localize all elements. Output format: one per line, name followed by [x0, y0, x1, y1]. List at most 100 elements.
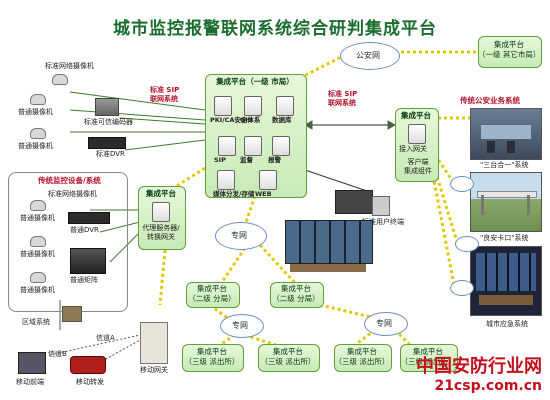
component-label: WEB	[255, 190, 272, 198]
channel-a-label: 信道A	[96, 334, 115, 342]
component-server-icon	[218, 136, 236, 156]
platform-l3-c-label: 集成平台 （三级 派出所）	[334, 347, 390, 366]
private-net-cloud-3	[364, 312, 408, 336]
watermark: 中国安防行业网 21csp.com.cn	[416, 352, 542, 394]
camera-icon	[30, 128, 46, 139]
private-net-label-3: 专网	[376, 319, 392, 328]
encoder-icon	[95, 98, 119, 116]
private-net-cloud-1	[215, 222, 267, 250]
three-in-one-photo	[470, 108, 542, 160]
platform-l3-a-label: 集成平台 （三级 派出所）	[184, 347, 240, 366]
access-gateway-label: 接入网关	[399, 145, 427, 153]
left-device-label-0: 标准网络摄像机	[45, 62, 94, 70]
trad-device-label-3: 普通摄像机	[20, 250, 55, 258]
component-label: SIP	[214, 156, 226, 164]
platform-l2-b-box	[270, 282, 324, 308]
mobile-gateway-building-icon	[140, 322, 168, 364]
component-label: GIS	[240, 116, 253, 124]
component-label: 报警	[268, 156, 281, 164]
trad-device-label-0: 标准网络摄像机	[48, 190, 97, 198]
public-net-label: 公安网	[356, 51, 380, 60]
user-terminal-label: 标准用户终端	[362, 218, 404, 226]
channel-b-label: 信道B	[48, 350, 67, 358]
user-terminal-pc-icon	[372, 196, 390, 216]
right-platform-box	[395, 108, 439, 182]
private-net-cloud-2	[220, 314, 264, 338]
three-in-one-label: "三台合一"系统	[480, 161, 529, 169]
component-server-icon	[259, 170, 277, 190]
component-label: 媒体分发/存储	[213, 190, 255, 198]
trad-device-label-5: 普通摄像机	[20, 286, 55, 294]
camera-icon	[30, 94, 46, 105]
proxy-server-icon	[152, 202, 170, 222]
mobile-vehicle-label: 移动前端	[16, 378, 44, 386]
left-device-label-2: 标准可信编码器	[84, 118, 133, 126]
dvr-icon	[88, 137, 126, 149]
upper-platform-box	[478, 36, 542, 68]
component-label: PKI/CA安全体系	[210, 116, 261, 124]
component-server-icon	[244, 136, 262, 156]
watermark-url: 21csp.com.cn	[434, 378, 542, 394]
watermark-cn: 中国安防行业网	[416, 356, 542, 377]
traditional-public-label: 传统公安业务系统	[460, 96, 520, 105]
central-platform-title: 集成平台（一级 市局）	[216, 77, 294, 86]
platform-l2-b-label: 集成平台 （二级 分局）	[272, 284, 320, 303]
client-component-label: 客户端 集成组件	[404, 158, 432, 175]
cloud-small-icon	[450, 280, 474, 296]
platform-l3-b-box	[258, 344, 320, 372]
safe-card-photo	[470, 172, 542, 232]
city-emergency-label: 城市应急系统	[486, 320, 528, 328]
sip-left-label: 标准 SIP 联网系统	[150, 86, 180, 103]
component-server-icon	[272, 136, 290, 156]
vehicle-icon	[70, 356, 106, 374]
platform-l2-a-label: 集成平台 （二级 分局）	[188, 284, 236, 303]
area-system-label: 区域系统	[22, 318, 50, 326]
component-server-icon	[217, 170, 235, 190]
video-wall-icon	[285, 220, 373, 264]
component-label: 数据库	[272, 116, 292, 124]
component-server-icon	[214, 96, 232, 116]
cloud-small-icon	[450, 176, 474, 192]
platform-l3-c-box	[334, 344, 392, 372]
upper-platform-label: 集成平台 （一级 其它市局）	[478, 40, 541, 59]
console-desk-icon	[290, 264, 366, 272]
page-title: 城市监控报警联网系统综合研判集成平台	[113, 19, 437, 39]
platform-l3-b-label: 集成平台 （三级 派出所）	[260, 347, 316, 366]
left-device-label-1: 普通摄像机	[18, 108, 53, 116]
safe-card-label: "良安卡口"系统	[480, 234, 529, 242]
dvr-icon	[68, 212, 110, 224]
left-device-label-4: 标准DVR	[96, 150, 125, 158]
platform-l3-a-box	[182, 344, 244, 372]
proxy-gateway-label: 代理服务器/ 转换网关	[142, 224, 180, 241]
camera-icon	[30, 200, 46, 211]
trad-device-label-4: 普通矩阵	[70, 276, 98, 284]
trad-device-label-1: 普通摄像机	[20, 214, 55, 222]
platform-l2-a-box	[186, 282, 240, 308]
matrix-icon	[70, 248, 106, 274]
left-platform-title: 集成平台	[146, 189, 176, 198]
sip-right-label: 标准 SIP 联网系统	[328, 90, 358, 107]
platform-l3-d-label: 集成平台 （三级 派出所）	[400, 347, 456, 366]
right-platform-title: 集成平台	[401, 111, 431, 120]
platform-l3-d-box	[400, 344, 458, 372]
component-server-icon	[244, 96, 262, 116]
user-terminal-monitor-icon	[335, 190, 373, 214]
public-net-cloud	[340, 42, 400, 70]
private-net-label-2: 专网	[232, 321, 248, 330]
gateway-server-icon	[408, 124, 426, 144]
mobile-gateway-label: 移动网关	[140, 366, 168, 374]
private-net-label-1: 专网	[231, 231, 247, 240]
mobile-relay-label: 移动转发	[76, 378, 104, 386]
left-device-label-3: 普通摄像机	[18, 142, 53, 150]
area-device-icon	[62, 306, 82, 322]
trad-device-label-2: 普通DVR	[70, 226, 99, 234]
component-server-icon	[276, 96, 294, 116]
mobile-front-icon	[18, 352, 46, 374]
cloud-small-icon	[455, 236, 479, 252]
camera-icon	[30, 236, 46, 247]
component-label: 监督	[240, 156, 253, 164]
city-emergency-photo	[470, 246, 542, 316]
traditional-monitor-label: 传统监控设备/系统	[38, 176, 101, 185]
network-camera-icon	[52, 74, 68, 85]
